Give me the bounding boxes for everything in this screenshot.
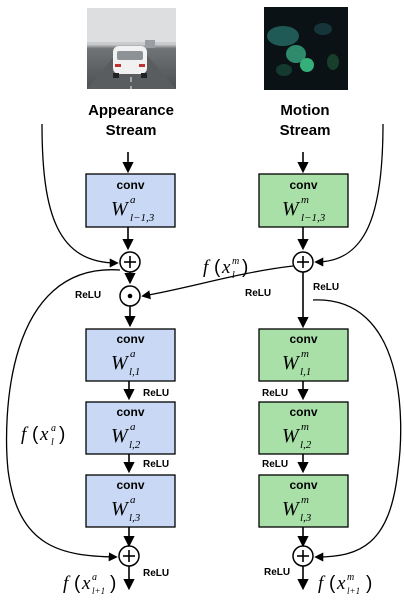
conv-label: conv bbox=[289, 405, 317, 419]
f-symbol: f bbox=[63, 573, 71, 594]
sup: m bbox=[232, 256, 239, 267]
sub: l+1 bbox=[92, 586, 105, 596]
weight-sup: a bbox=[130, 348, 136, 360]
weight-sup: a bbox=[130, 194, 136, 206]
appearance-sum-node-bottom bbox=[118, 545, 140, 567]
sup: m bbox=[347, 572, 354, 583]
motion-block-2: conv W m l,2 bbox=[258, 401, 349, 455]
appearance-block-0: conv W a l−1,3 bbox=[85, 173, 176, 228]
appearance-block-2: conv W a l,2 bbox=[85, 401, 176, 455]
x-symbol: x bbox=[81, 573, 91, 594]
svg-text:(: ( bbox=[329, 573, 336, 594]
appearance-thumbnail bbox=[87, 8, 176, 89]
sub: l+1 bbox=[347, 586, 360, 596]
weight-sub: l,1 bbox=[300, 366, 311, 378]
motion-title-line1: Motion bbox=[280, 102, 329, 119]
relu-label: ReLU bbox=[262, 388, 288, 399]
conv-label: conv bbox=[116, 178, 144, 192]
conv-label: conv bbox=[289, 178, 317, 192]
conv-label: conv bbox=[116, 405, 144, 419]
weight-symbol: W bbox=[282, 498, 301, 520]
motion-block-1: conv W m l,1 bbox=[258, 328, 349, 382]
motion-sum-node-top bbox=[292, 251, 314, 273]
weight-sub: l,2 bbox=[129, 439, 141, 451]
f-symbol: f bbox=[318, 573, 326, 594]
motion-sum-node-bottom bbox=[292, 545, 314, 567]
f-symbol: f bbox=[21, 424, 29, 445]
label-f-xla: f ( x a l ) bbox=[21, 423, 65, 448]
motion-block-3: conv W m l,3 bbox=[258, 474, 349, 528]
svg-text:(: ( bbox=[214, 257, 221, 278]
label-f-xlm: f ( x m l ) bbox=[203, 256, 248, 281]
weight-sup: m bbox=[301, 494, 309, 506]
motion-title-line2: Stream bbox=[280, 122, 331, 139]
motion-block-0: conv W m l−1,3 bbox=[258, 173, 349, 228]
label-f-out-m: f ( x m l+1 ) bbox=[318, 572, 372, 596]
appearance-mult-node bbox=[119, 285, 141, 307]
appearance-sum-node-top bbox=[119, 251, 141, 273]
relu-label: ReLU bbox=[143, 388, 169, 399]
weight-symbol: W bbox=[282, 352, 301, 374]
sup: a bbox=[92, 572, 97, 583]
sub: l bbox=[51, 437, 54, 448]
weight-sup: a bbox=[130, 421, 136, 433]
relu-label: ReLU bbox=[245, 288, 271, 299]
weight-symbol: W bbox=[111, 425, 130, 447]
conv-label: conv bbox=[289, 478, 317, 492]
svg-text:): ) bbox=[110, 573, 116, 594]
sup: a bbox=[51, 423, 56, 434]
relu-label: ReLU bbox=[313, 282, 339, 293]
svg-text:): ) bbox=[59, 424, 65, 445]
conv-label: conv bbox=[116, 332, 144, 346]
conv-label: conv bbox=[116, 478, 144, 492]
appearance-title-line2: Stream bbox=[106, 122, 157, 139]
svg-text:): ) bbox=[242, 257, 248, 278]
weight-sup: m bbox=[301, 421, 309, 433]
appearance-column: conv W a l−1,3 conv W a l,1 ReLU bbox=[5, 123, 176, 591]
weight-sup: m bbox=[301, 194, 309, 206]
motion-thumbnail bbox=[264, 7, 348, 90]
x-symbol: x bbox=[221, 257, 231, 278]
label-f-out-a: f ( x a l+1 ) bbox=[63, 572, 116, 596]
f-symbol: f bbox=[203, 257, 211, 278]
svg-text:(: ( bbox=[74, 573, 81, 594]
sub: l bbox=[232, 270, 235, 281]
conv-label: conv bbox=[289, 332, 317, 346]
x-symbol: x bbox=[39, 424, 49, 445]
weight-sub: l,3 bbox=[129, 512, 141, 524]
weight-sub: l,3 bbox=[300, 512, 312, 524]
weight-sub: l,2 bbox=[300, 439, 312, 451]
svg-text:): ) bbox=[366, 573, 372, 594]
appearance-block-1: conv W a l,1 bbox=[85, 328, 176, 382]
relu-label: ReLU bbox=[75, 290, 101, 301]
svg-text:(: ( bbox=[32, 424, 39, 445]
motion-column: conv W m l−1,3 ReLU ReLU conv W m l,1 Re… bbox=[141, 123, 402, 591]
appearance-block-3: conv W a l,3 bbox=[85, 474, 176, 528]
weight-symbol: W bbox=[111, 352, 130, 374]
weight-sub: l,1 bbox=[129, 366, 140, 378]
relu-label: ReLU bbox=[143, 568, 169, 579]
relu-label: ReLU bbox=[264, 567, 290, 578]
relu-label: ReLU bbox=[143, 459, 169, 470]
weight-sup: m bbox=[301, 348, 309, 360]
weight-symbol: W bbox=[282, 198, 301, 220]
relu-label: ReLU bbox=[262, 459, 288, 470]
weight-symbol: W bbox=[111, 498, 130, 520]
weight-sub: l−1,3 bbox=[301, 212, 326, 224]
weight-symbol: W bbox=[282, 425, 301, 447]
weight-sub: l−1,3 bbox=[130, 212, 155, 224]
weight-sup: a bbox=[130, 494, 136, 506]
appearance-title-line1: Appearance bbox=[88, 102, 174, 119]
x-symbol: x bbox=[336, 573, 346, 594]
weight-symbol: W bbox=[111, 198, 130, 220]
